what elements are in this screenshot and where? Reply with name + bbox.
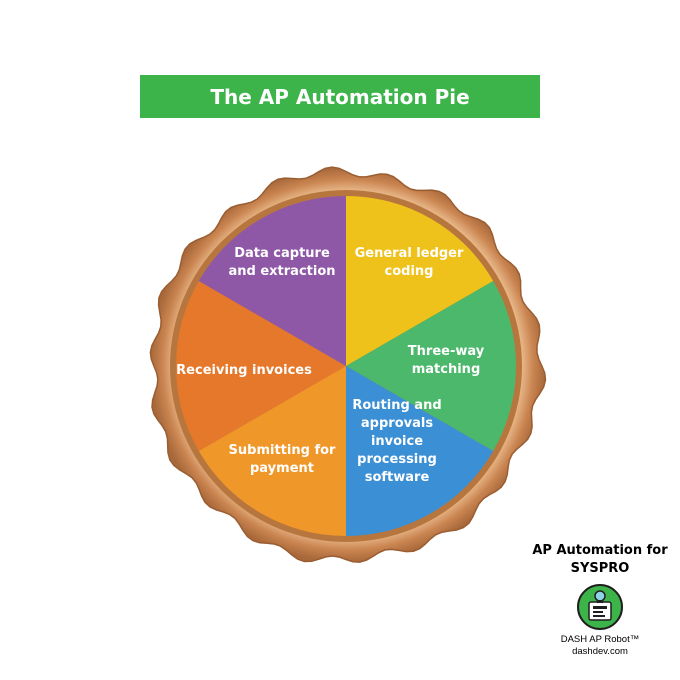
pie-slice-label-line: Submitting for xyxy=(229,443,336,458)
pie-slice-label-line: Data capture xyxy=(234,246,330,261)
pie-slice-label-line: Receiving invoices xyxy=(176,363,312,378)
pie-slice xyxy=(176,281,346,451)
pie-slice-label-line: software xyxy=(365,470,430,485)
pie-slice-label-line: approvals xyxy=(361,416,433,431)
pie-slice xyxy=(198,196,346,366)
pie-slice xyxy=(198,366,346,536)
pie-slice-label-line: coding xyxy=(385,264,434,279)
pie-slice-label-line: payment xyxy=(250,461,314,476)
pie-slice-label: Receiving invoices xyxy=(176,363,312,378)
robot-icon xyxy=(577,584,623,630)
brand-product: DASH AP Robot™ xyxy=(560,634,640,645)
pie-slice-label-line: invoice xyxy=(371,434,423,449)
pie-slice-label-line: Routing and xyxy=(352,398,441,413)
pie-slice xyxy=(346,281,516,451)
page-title: The AP Automation Pie xyxy=(210,84,470,109)
pie-slice-label-line: processing xyxy=(357,452,437,467)
brand-website: dashdev.com xyxy=(572,646,628,657)
pie-slice-label: Submitting for payment xyxy=(229,443,336,476)
pie-slice-label-line: Three-way xyxy=(408,344,485,359)
pie-slice xyxy=(346,366,494,536)
brand-title-line1: AP Automation for xyxy=(532,543,668,558)
pie-slice-label-line: and extraction xyxy=(228,264,335,279)
pie-slice-label-line: General ledger xyxy=(355,246,464,261)
pie-slice-label: Data capture and extraction xyxy=(228,246,335,279)
title-banner: The AP Automation Pie xyxy=(140,75,540,118)
brand-block: AP Automation for SYSPRO DASH AP Robot™ … xyxy=(525,542,675,658)
brand-title-line2: SYSPRO xyxy=(570,561,630,576)
pie-slice-label: Routing and approvals invoice processing sof… xyxy=(352,398,441,485)
pie-slice-label-line: matching xyxy=(412,362,481,377)
pie-slice-label: Three-way matching xyxy=(408,344,485,377)
pie-slice xyxy=(346,196,494,366)
pie-slice-label: General ledger coding xyxy=(355,246,464,279)
pie-slices xyxy=(176,196,516,536)
